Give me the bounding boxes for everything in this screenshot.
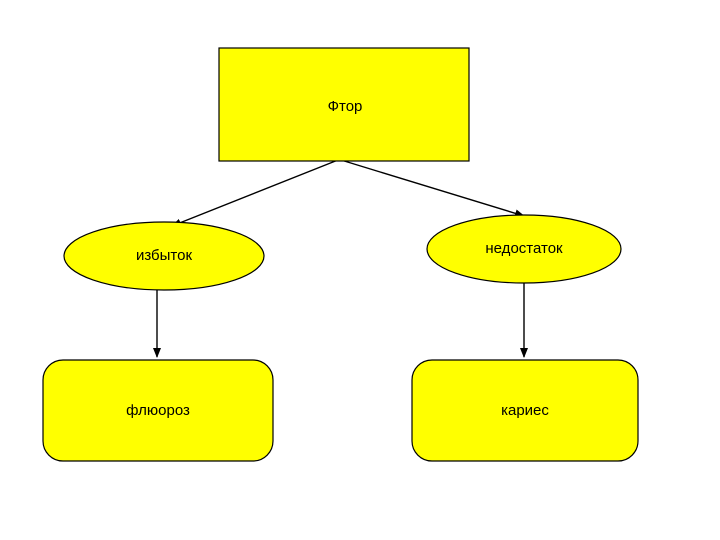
node-excess[interactable] [63, 221, 265, 291]
node-fluorosis[interactable] [42, 359, 274, 462]
node-deficit[interactable] [426, 214, 622, 284]
edge-root-to-deficit [340, 159, 525, 218]
node-caries[interactable] [411, 359, 639, 462]
node-root[interactable] [218, 47, 470, 162]
edge-root-to-excess [171, 159, 339, 227]
